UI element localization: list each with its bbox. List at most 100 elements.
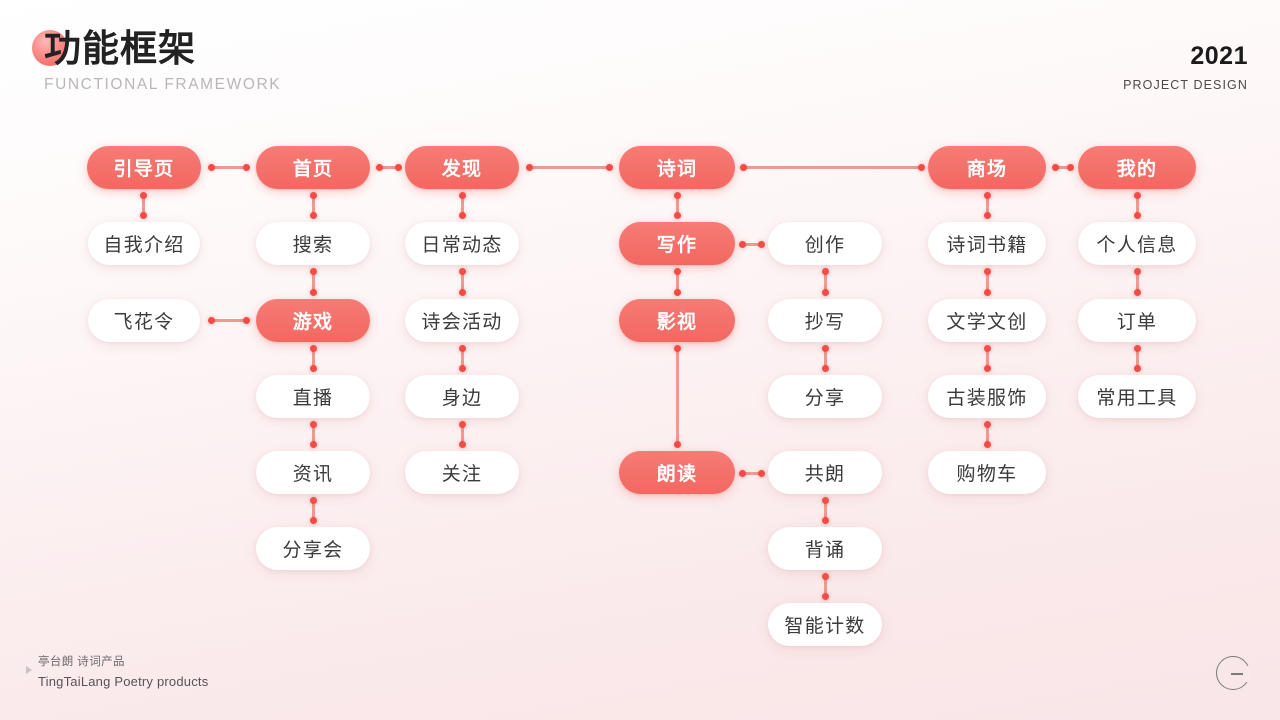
node-背诵[interactable]: 背诵: [768, 527, 882, 570]
connector-line: [824, 576, 827, 597]
connector-直播-to-资讯: [310, 421, 317, 448]
page-title: 功能框架: [44, 28, 196, 69]
node-分享会[interactable]: 分享会: [256, 527, 370, 570]
node-搜索[interactable]: 搜索: [256, 222, 370, 265]
node-商场[interactable]: 商场: [928, 146, 1046, 189]
connector-line: [676, 348, 679, 445]
connector-line: [824, 348, 827, 369]
connector-游戏-to-直播: [310, 345, 317, 372]
connector-抄写-to-分享: [822, 345, 829, 372]
connector-dot-start: [1134, 345, 1141, 352]
connector-dot-start: [208, 164, 215, 171]
connector-商场-to-诗词书籍: [984, 192, 991, 219]
connector-line: [1136, 271, 1139, 293]
connector-line: [742, 472, 762, 475]
connector-创作-to-抄写: [822, 268, 829, 296]
year-label: 2021: [1190, 42, 1248, 70]
connector-dot-end: [310, 212, 317, 219]
node-诗词书籍[interactable]: 诗词书籍: [928, 222, 1046, 265]
connector-line: [312, 348, 315, 369]
connector-dot-end: [674, 441, 681, 448]
triangle-marker-icon: [26, 666, 32, 675]
node-label: 购物车: [956, 464, 1018, 485]
node-古装服饰[interactable]: 古装服饰: [928, 375, 1046, 418]
node-订单[interactable]: 订单: [1078, 299, 1196, 342]
connector-dot-start: [310, 268, 317, 275]
connector-dot-start: [459, 345, 466, 352]
node-label: 引导页: [113, 159, 175, 180]
node-关注[interactable]: 关注: [405, 451, 519, 494]
connector-line: [461, 271, 464, 293]
node-身边[interactable]: 身边: [405, 375, 519, 418]
connector-line: [461, 424, 464, 445]
node-创作[interactable]: 创作: [768, 222, 882, 265]
connector-dot-start: [984, 345, 991, 352]
node-label: 影视: [656, 312, 698, 333]
connector-line: [986, 348, 989, 369]
node-自我介绍[interactable]: 自我介绍: [88, 222, 200, 265]
connector-line: [743, 166, 922, 169]
connector-line: [742, 243, 762, 246]
node-我的[interactable]: 我的: [1078, 146, 1196, 189]
connector-引导页-to-首页: [208, 164, 250, 171]
connector-dot-end: [1067, 164, 1074, 171]
connector-line: [461, 195, 464, 216]
node-首页[interactable]: 首页: [256, 146, 370, 189]
connector-dot-start: [984, 268, 991, 275]
node-购物车[interactable]: 购物车: [928, 451, 1046, 494]
node-个人信息[interactable]: 个人信息: [1078, 222, 1196, 265]
connector-dot-end: [459, 441, 466, 448]
connector-dot-start: [674, 268, 681, 275]
connector-诗词书籍-to-文学文创: [984, 268, 991, 296]
node-朗读[interactable]: 朗读: [619, 451, 735, 494]
footer-cn: 亭台朗 诗词产品: [38, 656, 125, 669]
node-label: 创作: [804, 235, 846, 256]
connector-dot-end: [758, 470, 765, 477]
node-label: 飞花令: [113, 312, 175, 333]
connector-dot-end: [310, 441, 317, 448]
connector-dot-end: [984, 212, 991, 219]
connector-dot-start: [310, 192, 317, 199]
node-抄写[interactable]: 抄写: [768, 299, 882, 342]
node-资讯[interactable]: 资讯: [256, 451, 370, 494]
connector-dot-end: [758, 241, 765, 248]
connector-飞花令-to-游戏: [208, 317, 250, 324]
connector-诗会活动-to-身边: [459, 345, 466, 372]
connector-个人信息-to-订单: [1134, 268, 1141, 296]
node-游戏[interactable]: 游戏: [256, 299, 370, 342]
node-label: 游戏: [292, 312, 334, 333]
node-常用工具[interactable]: 常用工具: [1078, 375, 1196, 418]
connector-dot-start: [1134, 268, 1141, 275]
connector-line: [312, 271, 315, 293]
node-引导页[interactable]: 引导页: [87, 146, 201, 189]
connector-line: [824, 500, 827, 521]
connector-首页-to-搜索: [310, 192, 317, 219]
node-诗会活动[interactable]: 诗会活动: [405, 299, 519, 342]
connector-dot-end: [822, 517, 829, 524]
node-发现[interactable]: 发现: [405, 146, 519, 189]
connector-line: [986, 424, 989, 445]
header-right: 2021 PROJECT DESIGN: [1123, 42, 1248, 93]
connector-line: [1055, 166, 1071, 169]
connector-dot-end: [984, 289, 991, 296]
node-写作[interactable]: 写作: [619, 222, 735, 265]
node-影视[interactable]: 影视: [619, 299, 735, 342]
connector-搜索-to-游戏: [310, 268, 317, 296]
connector-发现-to-日常动态: [459, 192, 466, 219]
node-飞花令[interactable]: 飞花令: [88, 299, 200, 342]
node-label: 首页: [292, 159, 334, 180]
connector-dot-start: [822, 345, 829, 352]
connector-资讯-to-分享会: [310, 497, 317, 524]
node-label: 我的: [1116, 159, 1158, 180]
node-共朗[interactable]: 共朗: [768, 451, 882, 494]
node-分享[interactable]: 分享: [768, 375, 882, 418]
node-诗词[interactable]: 诗词: [619, 146, 735, 189]
node-日常动态[interactable]: 日常动态: [405, 222, 519, 265]
node-直播[interactable]: 直播: [256, 375, 370, 418]
connector-dot-start: [310, 421, 317, 428]
node-label: 日常动态: [421, 235, 503, 256]
node-智能计数[interactable]: 智能计数: [768, 603, 882, 646]
connector-line: [211, 319, 247, 322]
node-文学文创[interactable]: 文学文创: [928, 299, 1046, 342]
node-label: 分享: [804, 388, 846, 409]
